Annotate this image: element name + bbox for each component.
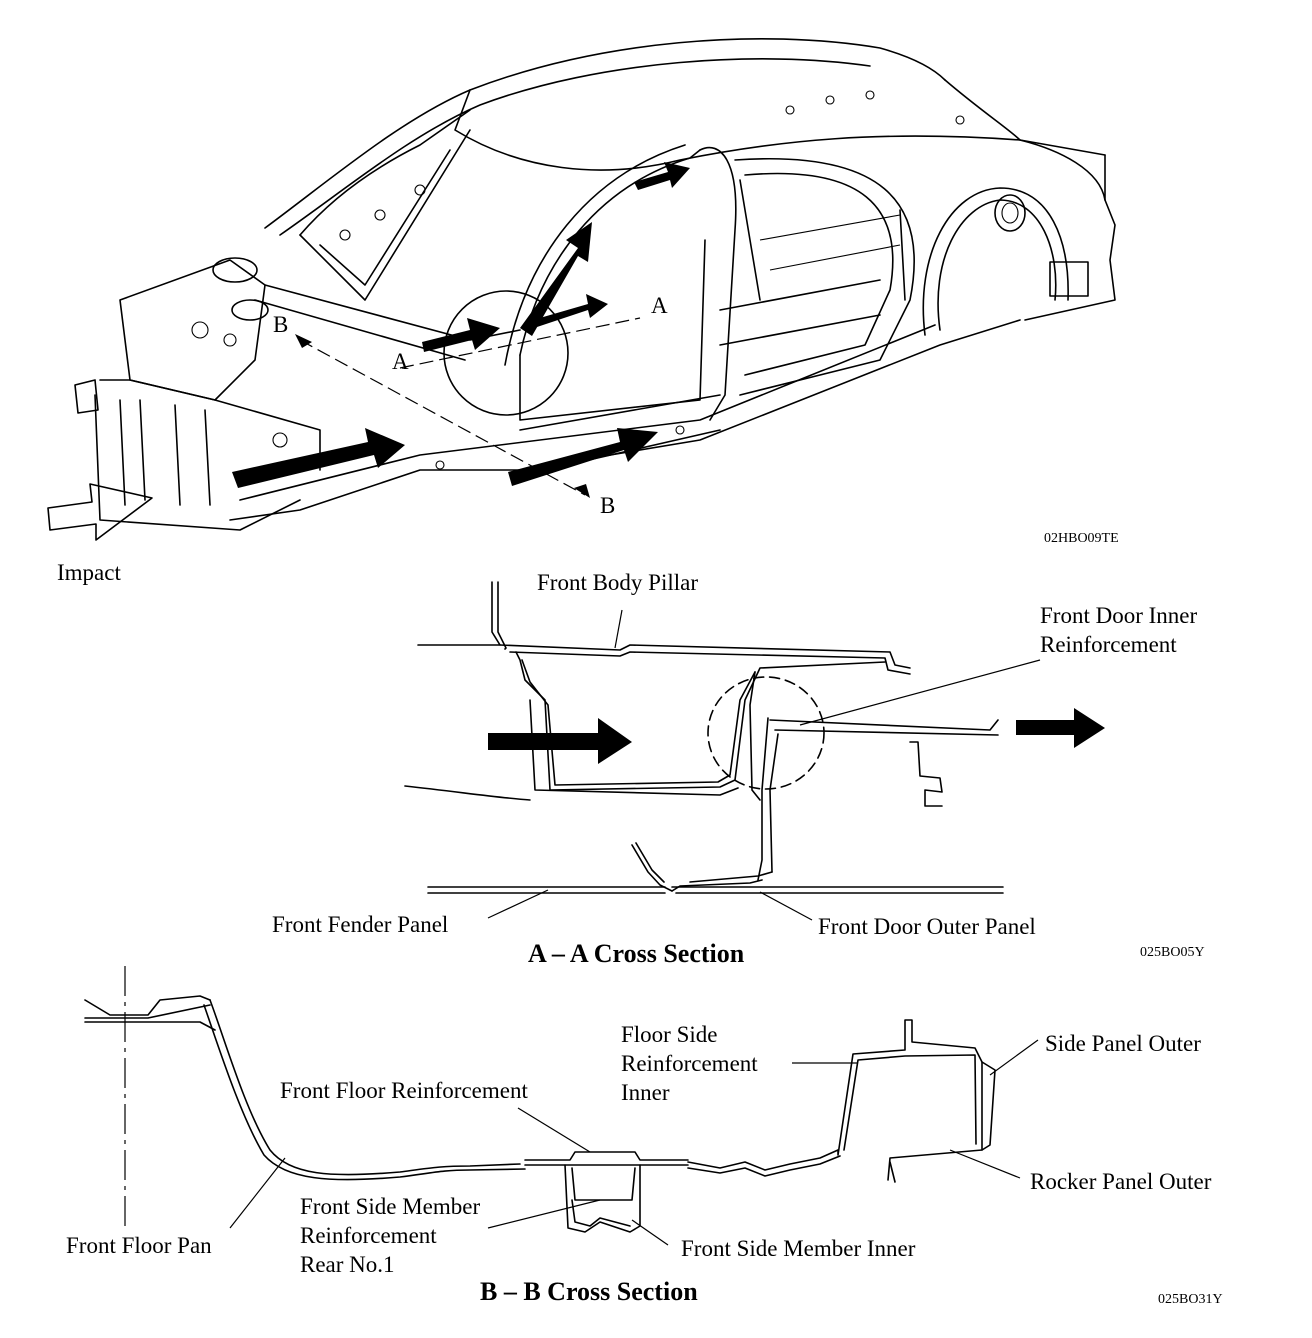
aa-input-arrow (488, 718, 632, 764)
detail-circle (443, 290, 569, 416)
label-front-door-inner-2: Reinforcement (1040, 632, 1177, 657)
section-aa-title: A – A Cross Section (528, 939, 745, 968)
impact-arrow (47, 483, 153, 541)
section-marker-a-end: A (651, 293, 668, 318)
impact-label: Impact (57, 560, 121, 585)
section-marker-b-start: B (273, 312, 288, 337)
load-path-arrows (232, 162, 690, 488)
load-arrow-front-member (232, 428, 405, 488)
label-front-floor-reinforcement: Front Floor Reinforcement (280, 1078, 528, 1103)
label-front-door-outer-panel: Front Door Outer Panel (818, 914, 1036, 939)
section-bb-drawing (84, 966, 1039, 1246)
label-front-side-member-3: Rear No.1 (300, 1252, 395, 1277)
section-aa-drawing (404, 581, 1105, 921)
load-arrow-floor (422, 318, 500, 352)
label-floor-side-2: Reinforcement (621, 1051, 758, 1076)
label-front-door-inner-1: Front Door Inner (1040, 603, 1197, 628)
load-arrow-pillar (520, 222, 592, 336)
figure-code-top: 02HBO09TE (1044, 531, 1119, 546)
load-arrow-roof (634, 162, 690, 190)
label-front-fender-panel: Front Fender Panel (272, 912, 448, 937)
section-marker-a-start: A (392, 349, 409, 374)
aa-output-arrow (1016, 708, 1105, 748)
load-arrow-rocker (508, 428, 658, 486)
label-floor-side-3: Inner (621, 1080, 670, 1105)
label-front-side-member-2: Reinforcement (300, 1223, 437, 1248)
section-aa-code: 025BO05Y (1140, 945, 1205, 960)
label-front-floor-pan: Front Floor Pan (66, 1233, 212, 1258)
label-front-side-member-inner: Front Side Member Inner (681, 1236, 916, 1261)
label-front-body-pillar: Front Body Pillar (537, 570, 698, 595)
label-floor-side-1: Floor Side (621, 1022, 717, 1047)
section-bb-title: B – B Cross Section (480, 1277, 698, 1306)
label-side-panel-outer: Side Panel Outer (1045, 1031, 1201, 1056)
load-arrow-floor2 (526, 294, 608, 330)
label-front-side-member-1: Front Side Member (300, 1194, 480, 1219)
section-bb-code: 025BO31Y (1158, 1292, 1223, 1307)
section-marker-b-end: B (600, 493, 615, 518)
section-cut-lines (295, 290, 641, 498)
label-rocker-panel-outer: Rocker Panel Outer (1030, 1169, 1212, 1194)
